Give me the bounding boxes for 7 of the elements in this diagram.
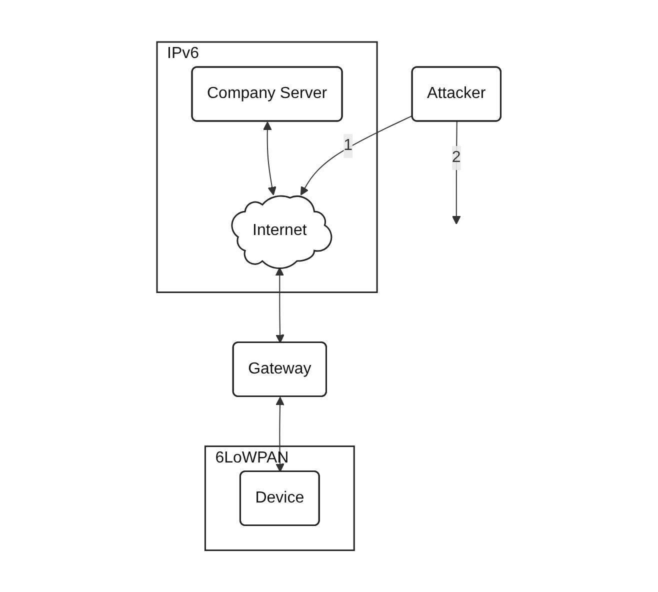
arrow [276, 396, 285, 472]
arrow [275, 267, 285, 344]
arrow [452, 120, 461, 224]
arrow [300, 115, 414, 196]
arrow [263, 121, 277, 196]
edge-label: 1 [344, 136, 353, 154]
edge-label: 2 [452, 148, 461, 166]
